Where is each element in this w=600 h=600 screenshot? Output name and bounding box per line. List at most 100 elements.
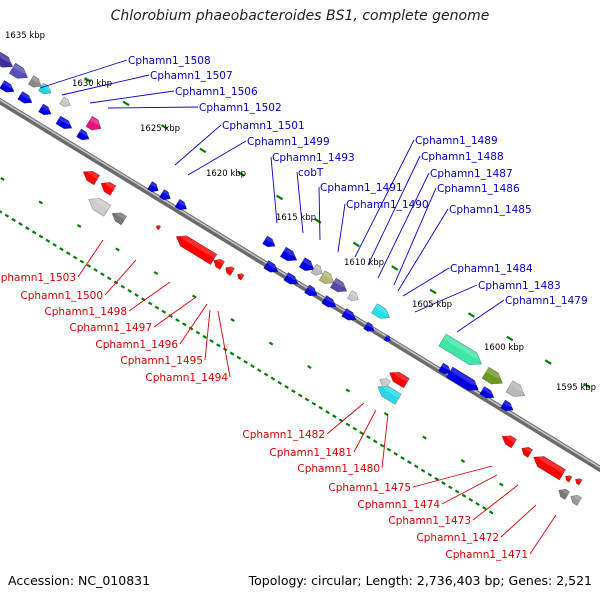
tick-mark <box>427 472 433 477</box>
tick-mark <box>38 200 44 205</box>
tick-mark <box>467 312 475 318</box>
gene-arrow-shine <box>286 272 300 282</box>
gene-feature <box>521 446 534 458</box>
tick-mark <box>199 147 207 154</box>
forward-gene-label: Cphamn1_1493 <box>272 152 355 164</box>
tick-mark <box>460 459 466 463</box>
gene-arrow <box>438 362 452 375</box>
tick-mark <box>38 234 44 239</box>
gene-arrow <box>383 334 391 342</box>
forward-gene-label: Cphamn1_1486 <box>437 183 520 195</box>
forward-leader-line <box>354 139 415 258</box>
tick-mark <box>482 506 487 511</box>
forward-gene-label: Cphamn1_1484 <box>450 263 533 275</box>
forward-leader-line <box>414 284 478 313</box>
label-leader-lines <box>39 59 557 555</box>
reverse-leader-line <box>179 303 208 345</box>
reverse-leader-line <box>412 465 493 488</box>
tick-mark <box>257 368 262 373</box>
gene-feature <box>237 272 245 281</box>
gene-feature <box>438 333 484 366</box>
gene-arrow <box>575 478 583 486</box>
reverse-leader-line <box>153 296 197 328</box>
gene-arrow <box>59 96 71 107</box>
tick-mark <box>4 213 10 218</box>
gene-arrow-shine <box>177 199 188 207</box>
gene-arrow <box>479 386 495 399</box>
gene-arrow <box>346 290 359 302</box>
forward-leader-line <box>397 208 449 292</box>
tick-mark <box>270 376 276 381</box>
tick-mark <box>229 351 235 356</box>
forward-leader-line <box>367 155 421 266</box>
tick-mark <box>153 270 159 275</box>
gene-feature <box>389 370 410 389</box>
reverse-gene-label: Cphamn1_1473 <box>388 515 471 527</box>
tick-mark <box>386 447 392 452</box>
gene-arrow-shine <box>307 285 319 294</box>
gene-feature <box>363 321 376 332</box>
tick-mark <box>352 241 360 248</box>
gene-feature <box>100 180 117 196</box>
gene-arrow-shine <box>344 308 358 318</box>
gene-feature <box>82 169 101 186</box>
tick-mark <box>307 365 312 369</box>
tick-mark <box>0 176 5 181</box>
gene-arrow <box>565 475 573 483</box>
gene-arrow <box>111 212 127 226</box>
gene-arrow-shine <box>572 494 582 501</box>
scale-label: 1615 kbp <box>276 213 316 223</box>
forward-leader-line <box>456 299 505 333</box>
gene-arrow <box>237 273 245 281</box>
gene-arrow <box>0 51 14 68</box>
gene-feature <box>445 366 481 391</box>
gene-feature <box>481 366 505 385</box>
gene-arrow-shine <box>226 266 235 272</box>
gene-feature <box>17 91 34 104</box>
gene-feature <box>225 266 235 276</box>
tick-mark <box>72 255 78 260</box>
tick-mark <box>304 397 310 402</box>
gene-arrow <box>505 380 526 397</box>
gene-feature <box>479 386 496 399</box>
tick-mark <box>243 359 248 364</box>
tick-mark <box>277 380 283 385</box>
gene-feature <box>38 103 53 116</box>
gene-feature <box>505 380 527 397</box>
tick-mark <box>45 238 51 243</box>
gene-arrow-shine <box>385 335 392 340</box>
reverse-gene-label: Cphamn1_1480 <box>297 463 380 475</box>
gene-feature <box>575 477 583 486</box>
gene-arrow-shine <box>31 75 43 84</box>
topology-text: Topology: circular; Length: 2,736,403 bp… <box>248 573 592 588</box>
reverse-gene-label: Cphamn1_1503 <box>0 272 76 284</box>
gene-feature <box>158 189 172 201</box>
tick-mark <box>468 497 474 502</box>
tick-mark <box>122 100 130 107</box>
gene-arrow <box>310 263 323 276</box>
reverse-leader-line <box>204 309 211 361</box>
tick-mark <box>84 77 92 83</box>
forward-leader-line <box>107 106 199 109</box>
tick-mark <box>461 493 467 498</box>
tick-mark <box>250 364 255 369</box>
gene-feature <box>501 433 517 449</box>
reverse-leader-line <box>217 310 231 378</box>
forward-gene-labels: Cphamn1_1508Cphamn1_1507Cphamn1_1506Cpha… <box>128 55 588 307</box>
tick-mark <box>18 222 23 227</box>
gene-arrow-shine <box>380 377 391 384</box>
gene-arrow <box>263 260 279 273</box>
reverse-leader-line <box>353 409 377 453</box>
tick-mark <box>100 272 105 277</box>
gene-arrow <box>377 385 402 405</box>
gene-feature <box>85 115 103 131</box>
gene-feature <box>279 246 299 262</box>
forward-leader-line <box>393 187 437 286</box>
gene-arrow-shine <box>391 370 410 383</box>
tick-mark <box>161 309 167 314</box>
tick-mark <box>332 414 337 419</box>
forward-leader-line <box>39 59 128 89</box>
tick-mark <box>134 293 139 298</box>
gene-arrow <box>225 266 235 276</box>
tick-mark <box>366 435 371 440</box>
